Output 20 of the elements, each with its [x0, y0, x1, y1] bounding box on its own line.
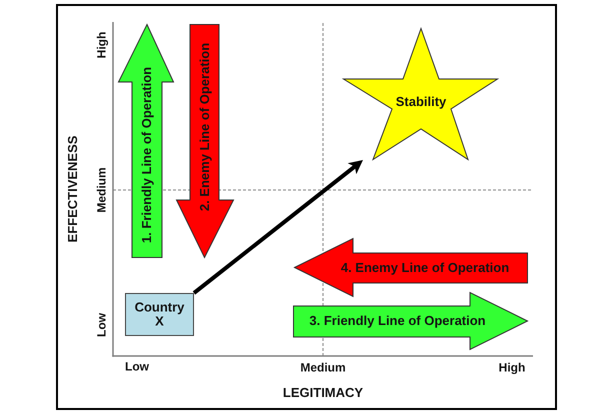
arrow: [192, 160, 363, 295]
pointer-label: 1. Friendly Line of Operation: [140, 66, 154, 244]
axis-title: EFFECTIVENESS: [66, 136, 80, 242]
block-pointer: [176, 24, 234, 258]
axis-title: LEGITIMACY: [282, 386, 364, 400]
tick-label: Medium: [300, 362, 346, 374]
star: [343, 28, 498, 160]
pointer-label: 3. Friendly Line of Operation: [309, 314, 486, 328]
pointer-label: 2. Enemy Line of Operation: [197, 42, 212, 212]
star-label: Stability: [396, 94, 446, 110]
tick-label: Medium: [96, 167, 108, 213]
block-pointer: [293, 292, 528, 350]
tick-label: Low: [96, 313, 108, 337]
tick-label: Low: [125, 360, 149, 374]
box-label: Country X: [134, 300, 186, 329]
label-box: [125, 293, 194, 336]
block-pointer: [294, 238, 528, 297]
block-pointer: [118, 24, 174, 258]
pointer-label: 4. Enemy Line of Operation: [340, 260, 510, 276]
tick-label: High: [498, 362, 526, 374]
